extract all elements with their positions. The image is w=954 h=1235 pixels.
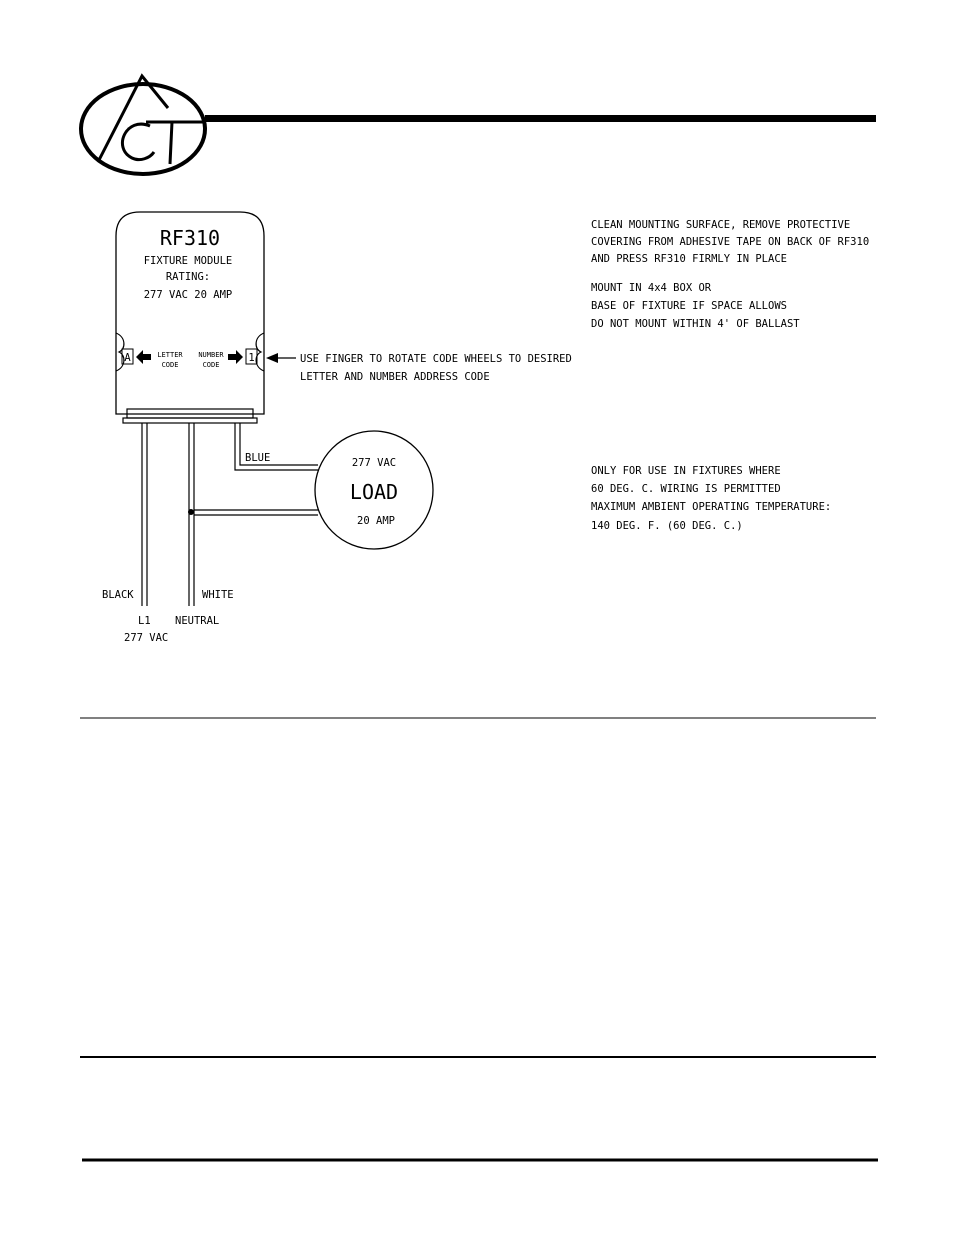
- left-arrow-icon: [136, 350, 151, 364]
- module-line2: RATING:: [166, 271, 210, 283]
- mount-line3: AND PRESS RF310 FIRMLY IN PLACE: [591, 253, 787, 265]
- right-arrow-icon: [228, 350, 243, 364]
- module-model: RF310: [160, 226, 220, 250]
- mount-line2: COVERING FROM ADHESIVE TAPE ON BACK OF R…: [591, 236, 869, 248]
- letter-wheel-value: A: [124, 352, 131, 364]
- load-label: LOAD: [350, 480, 398, 504]
- letter-code-label-2: CODE: [162, 361, 179, 369]
- letter-wheel[interactable]: [121, 348, 134, 365]
- l1-label: L1: [138, 615, 151, 627]
- white-wire-label: WHITE: [202, 589, 234, 601]
- module-line1: FIXTURE MODULE: [144, 255, 233, 267]
- l1-voltage-label: 277 VAC: [124, 632, 168, 644]
- box-line2: BASE OF FIXTURE IF SPACE ALLOWS: [591, 300, 787, 312]
- module-line3: 277 VAC 20 AMP: [144, 289, 233, 301]
- temp-line4: 140 DEG. F. (60 DEG. C.): [591, 520, 743, 532]
- black-wire-label: BLACK: [102, 589, 134, 601]
- code-wheel-callout: USE FINGER TO ROTATE CODE WHEELS TO DESI…: [266, 353, 572, 383]
- temp-line3: MAXIMUM AMBIENT OPERATING TEMPERATURE:: [591, 501, 831, 513]
- act-logo: [79, 73, 207, 176]
- number-code-label-2: CODE: [203, 361, 220, 369]
- callout-line1: USE FINGER TO ROTATE CODE WHEELS TO DESI…: [300, 353, 572, 365]
- callout-arrow-icon: [266, 353, 278, 363]
- rf310-module: RF310 FIXTURE MODULE RATING: 277 VAC 20 …: [115, 211, 265, 424]
- load-current: 20 AMP: [357, 515, 395, 527]
- junction-dot: [188, 509, 194, 515]
- load: 277 VAC LOAD 20 AMP: [314, 430, 434, 550]
- temp-line1: ONLY FOR USE IN FIXTURES WHERE: [591, 465, 781, 477]
- temp-line2: 60 DEG. C. WIRING IS PERMITTED: [591, 483, 781, 495]
- header-rule: [205, 115, 876, 122]
- neutral-label: NEUTRAL: [175, 615, 219, 627]
- number-code-label-1: NUMBER: [198, 351, 224, 359]
- blue-wire-label: BLUE: [245, 452, 270, 464]
- number-wheel[interactable]: [245, 348, 258, 365]
- box-line3: DO NOT MOUNT WITHIN 4' OF BALLAST: [591, 318, 800, 330]
- wires: [141, 423, 318, 606]
- number-wheel-value: 1: [248, 352, 254, 364]
- load-voltage: 277 VAC: [352, 457, 396, 469]
- temperature-notes: ONLY FOR USE IN FIXTURES WHERE 60 DEG. C…: [591, 465, 831, 532]
- mount-line1: CLEAN MOUNTING SURFACE, REMOVE PROTECTIV…: [591, 219, 850, 231]
- box-line1: MOUNT IN 4x4 BOX OR: [591, 282, 712, 294]
- callout-line2: LETTER AND NUMBER ADDRESS CODE: [300, 371, 490, 383]
- letter-code-label-1: LETTER: [157, 351, 183, 359]
- mounting-instructions: CLEAN MOUNTING SURFACE, REMOVE PROTECTIV…: [591, 219, 869, 330]
